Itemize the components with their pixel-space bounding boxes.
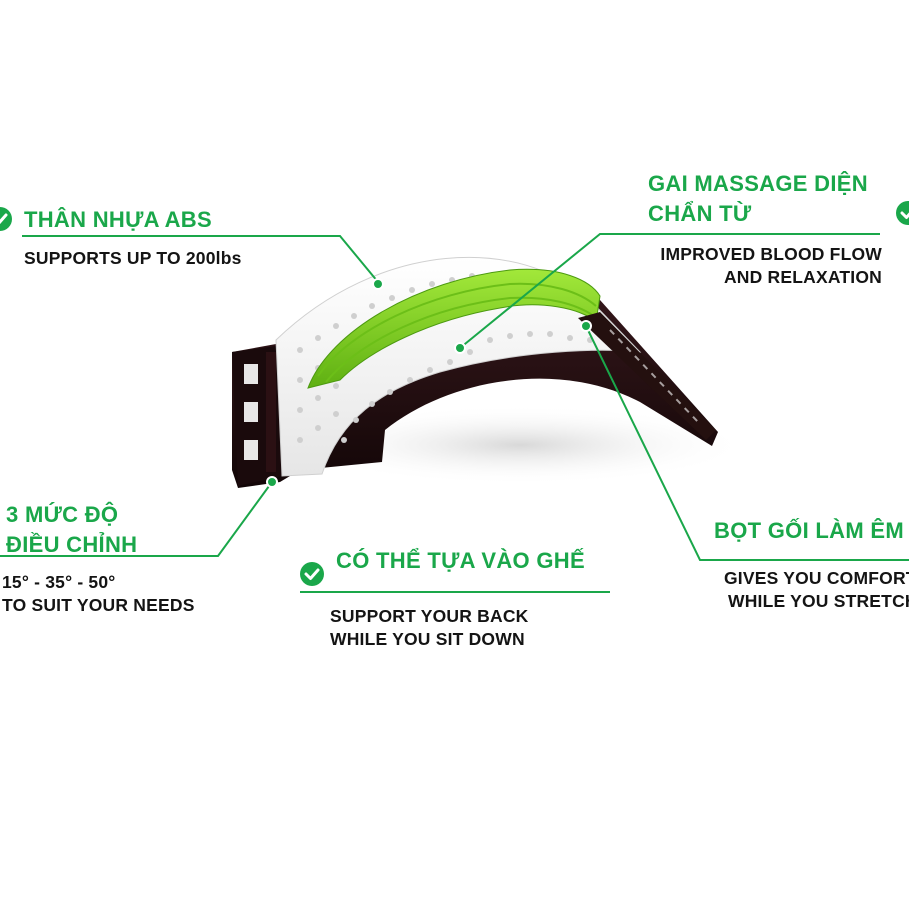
check-circle-icon [896,201,909,225]
callout-levels-title-line2: ĐIỀU CHỈNH [6,532,138,557]
callout-abs-title: THÂN NHỰA ABS [24,207,212,232]
product-foam-pad [578,312,716,440]
callout-chair-title: CÓ THỂ TỰA VÀO GHẾ [336,548,585,573]
callout-levels-title-line1: 3 MỨC ĐỘ [6,502,119,527]
callout-foam-desc-line2: WHILE YOU STRETCH [728,591,909,611]
callout-chair-desc-line2: WHILE YOU SIT DOWN [330,629,525,649]
callout-massage-desc-line1: IMPROVED BLOOD FLOW [660,244,882,264]
check-circle-icon [300,562,324,586]
callout-foam-title: BỌT GỐI LÀM ÊM [714,518,904,543]
connector-foam [585,325,909,561]
adjust-slot [244,440,258,460]
check-circle-icon [0,207,12,231]
callout-massage-title-line2: CHẨN TỪ [648,201,752,226]
callout-levels-desc-line2: TO SUIT YOUR NEEDS [2,595,195,615]
callout-foam-desc-line1: GIVES YOU COMFORT [724,568,909,588]
connector-abs [22,235,379,283]
callout-chair-desc-line1: SUPPORT YOUR BACK [330,606,529,626]
callout-abs-desc: SUPPORTS UP TO 200lbs [24,248,242,268]
callout-levels-desc-line1: 15° - 35° - 50° [2,572,116,592]
callout-massage-desc-line2: AND RELAXATION [723,267,882,287]
callout-massage-title-line1: GAI MASSAGE DIỆN [648,171,868,196]
connector-massage [459,233,640,349]
adjust-slot [244,364,258,384]
connector-lines [0,233,909,593]
connector-levels [0,481,273,557]
product-green-strip [307,268,601,389]
adjust-slot [244,402,258,422]
product-white-body [275,256,642,477]
